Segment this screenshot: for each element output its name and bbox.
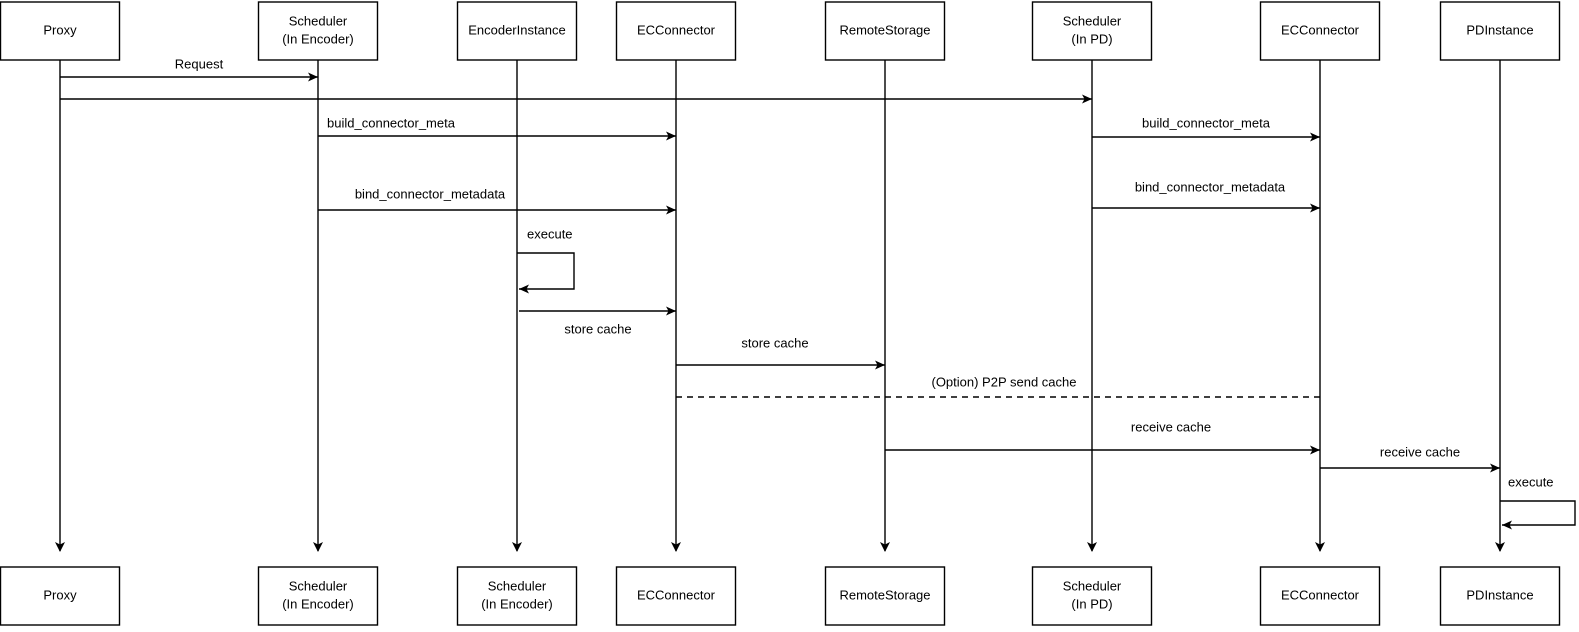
- participant-label: ECConnector: [637, 587, 716, 602]
- participant-box-ec-connector-right[interactable]: ECConnector: [1259, 1, 1381, 61]
- self-message-self-execute-pd-instance[interactable]: execute: [1500, 474, 1576, 530]
- participant-label: ECConnector: [1281, 587, 1360, 602]
- participant-box-scheduler-pd[interactable]: Scheduler (In PD): [1031, 1, 1153, 61]
- message-msg-build-connector-meta-right[interactable]: build_connector_meta: [1092, 115, 1320, 142]
- message-label: build_connector_meta: [1142, 115, 1271, 130]
- participant-box-scheduler-encoder-b2[interactable]: Scheduler (In Encoder): [456, 566, 578, 626]
- participant-sublabel: (In PD): [1071, 596, 1112, 611]
- participant-label: Scheduler: [1063, 13, 1122, 28]
- message-label: receive cache: [1131, 419, 1211, 434]
- participant-box-remote-storage-b[interactable]: RemoteStorage: [824, 566, 946, 626]
- message-msg-bind-connector-metadata-right[interactable]: bind_connector_metadata: [1092, 179, 1320, 213]
- self-messages-layer: execute execute: [517, 226, 1576, 530]
- participant-label: PDInstance: [1466, 22, 1533, 37]
- message-label: Request: [175, 56, 224, 71]
- participant-box-ec-connector-left-b[interactable]: ECConnector: [615, 566, 737, 626]
- participant-label: Scheduler: [289, 578, 348, 593]
- participant-label: EncoderInstance: [468, 22, 566, 37]
- participant-box-ec-connector-left[interactable]: ECConnector: [615, 1, 737, 61]
- participant-label: PDInstance: [1466, 587, 1533, 602]
- self-message-self-execute-encoder-instance[interactable]: execute: [517, 226, 575, 294]
- message-label: bind_connector_metadata: [1135, 179, 1286, 194]
- self-loop-path: [1500, 500, 1576, 530]
- participant-box-proxy-b[interactable]: Proxy: [0, 566, 121, 626]
- message-label: bind_connector_metadata: [355, 186, 506, 201]
- message-msg-receive-cache-ecconnector-to-pdinstance[interactable]: receive cache: [1320, 444, 1500, 473]
- participant-sublabel: (In PD): [1071, 31, 1112, 46]
- participant-label: ECConnector: [637, 22, 716, 37]
- participant-box-remote-storage[interactable]: RemoteStorage: [824, 1, 946, 61]
- participant-box-proxy[interactable]: Proxy: [0, 1, 121, 61]
- messages-layer: Request build_connector_meta build_connect…: [60, 56, 1500, 473]
- participant-sublabel: (In Encoder): [282, 596, 354, 611]
- participant-box-encoder-instance[interactable]: EncoderInstance: [456, 1, 578, 61]
- participant-label: Scheduler: [488, 578, 547, 593]
- message-msg-bind-connector-metadata-left[interactable]: bind_connector_metadata: [318, 186, 676, 215]
- participant-sublabel: (In Encoder): [282, 31, 354, 46]
- message-msg-p2p-send-cache[interactable]: (Option) P2P send cache: [676, 374, 1320, 398]
- participant-label: Proxy: [43, 587, 77, 602]
- participant-label: RemoteStorage: [839, 22, 930, 37]
- message-msg-build-connector-meta-left[interactable]: build_connector_meta: [318, 115, 676, 141]
- participant-label: RemoteStorage: [839, 587, 930, 602]
- participant-sublabel: (In Encoder): [481, 596, 553, 611]
- message-label: (Option) P2P send cache: [931, 374, 1076, 389]
- participant-label: Scheduler: [1063, 578, 1122, 593]
- message-label: store cache: [741, 335, 808, 350]
- message-label: build_connector_meta: [327, 115, 456, 130]
- participant-box-scheduler-pd-b[interactable]: Scheduler (In PD): [1031, 566, 1153, 626]
- participant-box-pd-instance-b[interactable]: PDInstance: [1439, 566, 1561, 626]
- self-message-label: execute: [527, 226, 573, 241]
- bottom-participant-boxes: Proxy Scheduler (In Encoder) Scheduler (In E…: [0, 566, 1561, 626]
- participant-box-ec-connector-right-b[interactable]: ECConnector: [1259, 566, 1381, 626]
- lifelines-layer: [55, 60, 1505, 552]
- participant-label: Proxy: [43, 22, 77, 37]
- participant-box-scheduler-encoder[interactable]: Scheduler (In Encoder): [257, 1, 379, 61]
- message-msg-store-cache-encoder-to-ecconnector[interactable]: store cache: [519, 306, 676, 336]
- self-loop-path: [517, 252, 575, 294]
- participant-box-scheduler-encoder-b[interactable]: Scheduler (In Encoder): [257, 566, 379, 626]
- message-msg-store-cache-ecconnector-to-remotestorage[interactable]: store cache: [676, 335, 885, 370]
- self-message-label: execute: [1508, 474, 1554, 489]
- participant-label: Scheduler: [289, 13, 348, 28]
- message-label: receive cache: [1380, 444, 1460, 459]
- top-participant-boxes: Proxy Scheduler (In Encoder) EncoderInstanc…: [0, 1, 1561, 61]
- message-msg-request[interactable]: Request: [60, 56, 318, 82]
- message-msg-receive-cache-remotestorage-to-ecconnector[interactable]: receive cache: [885, 419, 1320, 455]
- participant-label: ECConnector: [1281, 22, 1360, 37]
- participant-box-pd-instance[interactable]: PDInstance: [1439, 1, 1561, 61]
- message-label: store cache: [564, 321, 631, 336]
